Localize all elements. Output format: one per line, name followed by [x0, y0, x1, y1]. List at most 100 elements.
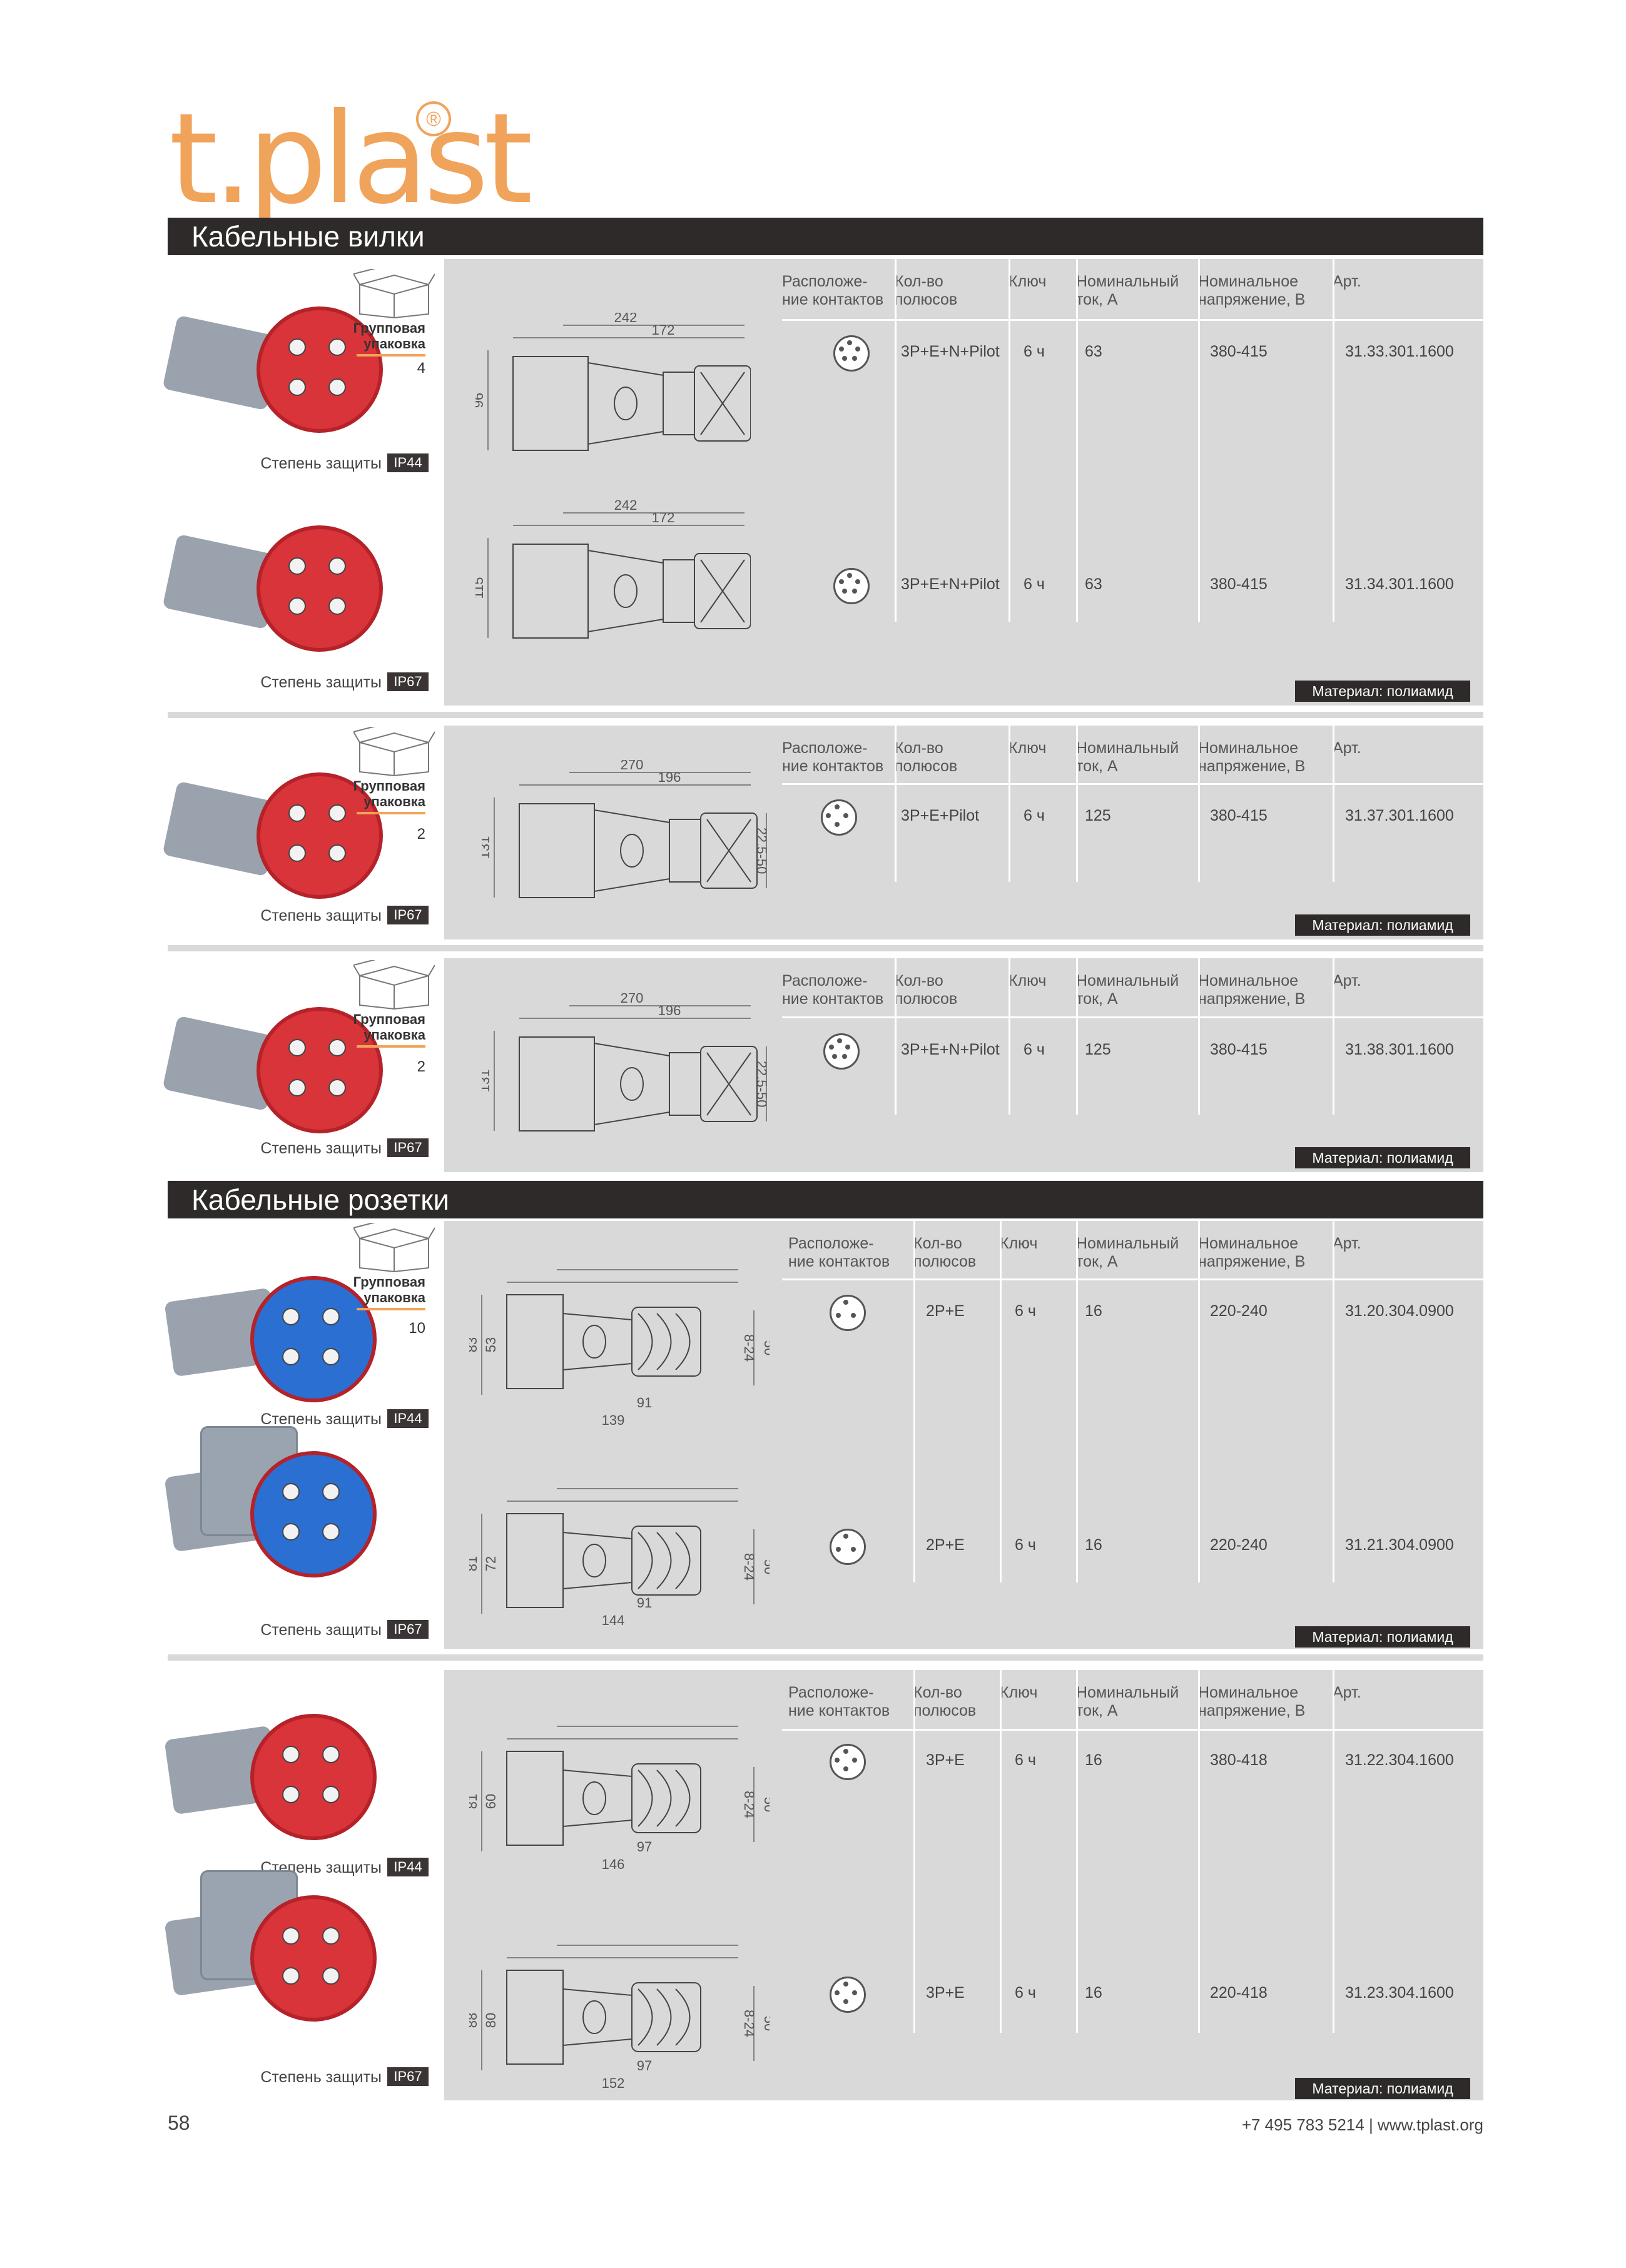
pin-dot: [837, 1038, 842, 1043]
header-voltage: Номинальное напряжение, В: [1198, 972, 1306, 1008]
cell-key: 6 ч: [1024, 807, 1045, 824]
column-divider: [1000, 1221, 1002, 1582]
separator: [168, 945, 1483, 951]
pin-dot: [851, 1547, 856, 1552]
separator: [168, 1654, 1483, 1661]
product-pin: [322, 1967, 340, 1985]
column-divider: [1198, 1670, 1200, 2033]
pin-dot: [852, 1990, 857, 1995]
panel-sockets-3pe: [444, 1670, 1483, 2100]
product-pin: [288, 804, 307, 823]
dimension-dia: 50: [761, 1340, 770, 1355]
cell-key: 6 ч: [1024, 575, 1045, 593]
column-divider: [895, 958, 897, 1115]
pin-dot: [835, 1758, 840, 1763]
footer-contact: +7 495 783 5214 | www.tplast.org: [1241, 2115, 1483, 2134]
cell-key: 6 ч: [1015, 1984, 1036, 2002]
pin-dot: [838, 346, 844, 352]
cell-poles: 3P+E+N+Pilot: [901, 575, 1000, 593]
dimension-dia: 50: [761, 1797, 770, 1812]
protection-label: Степень защиты: [260, 2068, 382, 2086]
column-divider: [1198, 1221, 1200, 1582]
header-art: Арт.: [1333, 972, 1361, 990]
cell-voltage: 380-415: [1210, 807, 1268, 824]
cell-poles: 2P+E: [926, 1536, 965, 1554]
protection-label: Степень защиты: [260, 674, 382, 691]
cell-key: 6 ч: [1024, 343, 1045, 360]
group-package-icon: [352, 722, 435, 777]
header-contacts: Расположе- ние контактов: [788, 1235, 890, 1270]
ip-rating-badge: IP67: [387, 1138, 429, 1157]
cell-art: 31.21.304.0900: [1345, 1536, 1454, 1554]
dimension-overall: 270: [621, 993, 644, 1006]
product-pin: [328, 338, 346, 357]
group-package-icon: [352, 265, 435, 319]
pin-dot: [845, 1044, 851, 1050]
column-divider: [913, 1670, 915, 2033]
header-poles: Кол-во полюсов: [895, 972, 958, 1008]
column-divider: [1076, 726, 1078, 882]
header-divider: [782, 1016, 1483, 1018]
pin-dot: [843, 1300, 848, 1305]
pin-dot: [841, 356, 847, 362]
header-contacts: Расположе- ние контактов: [782, 972, 884, 1008]
header-current: Номинальный ток, А: [1076, 1684, 1179, 1719]
product-pin: [282, 1522, 300, 1541]
ip-rating-badge: IP44: [387, 1858, 429, 1876]
cell-key: 6 ч: [1015, 1302, 1036, 1320]
cell-voltage: 220-240: [1210, 1302, 1268, 1320]
dimension-height2: 53: [483, 1337, 499, 1352]
product-pin: [328, 1078, 346, 1096]
page-number: 58: [168, 2112, 190, 2134]
product-head: [250, 1276, 377, 1402]
header-poles: Кол-во полюсов: [895, 739, 958, 775]
dimension-overall: 270: [621, 760, 644, 772]
ip-rating-badge: IP67: [387, 906, 429, 924]
pin-dot: [843, 1749, 848, 1754]
dimension-height: 81: [469, 1556, 480, 1571]
cell-current: 63: [1085, 343, 1102, 360]
column-divider: [1076, 1221, 1078, 1582]
protection-label: Степень защиты: [260, 1410, 382, 1428]
panel-plug-125a-2: [444, 958, 1483, 1172]
product-pin: [322, 1746, 340, 1764]
header-art: Арт.: [1333, 739, 1361, 757]
pin-dot: [842, 1054, 848, 1060]
column-divider: [1333, 1670, 1334, 2033]
cell-art: 31.33.301.1600: [1345, 343, 1454, 360]
product-pin: [282, 1927, 300, 1945]
pin-dot: [843, 1982, 848, 1987]
technical-drawing: 144 91 81 72 8-24 50: [469, 1488, 770, 1628]
section-title-plugs: Кабельные вилки: [168, 218, 1483, 255]
cell-poles: 3P+E: [926, 1984, 965, 2002]
pin-dot: [841, 589, 847, 594]
brand-logo: t.plast: [169, 86, 533, 232]
package-divider: [357, 354, 425, 357]
pin-dot: [847, 573, 852, 578]
header-key: Ключ: [1000, 1235, 1038, 1252]
cell-poles: 3P+E+N+Pilot: [901, 343, 1000, 360]
product-pin: [322, 1522, 340, 1541]
material-label: Материал: полиамид: [1295, 1626, 1470, 1648]
product-pin: [282, 1308, 300, 1326]
header-poles: Кол-во полюсов: [913, 1235, 977, 1270]
product-pin: [288, 597, 307, 615]
pin-dot: [852, 589, 858, 594]
product-head: [250, 1895, 377, 2022]
cell-current: 125: [1085, 807, 1111, 824]
product-pin: [328, 844, 346, 862]
header-voltage: Номинальное напряжение, В: [1198, 739, 1306, 775]
material-label: Материал: полиамид: [1295, 1147, 1470, 1168]
header-contacts: Расположе- ние контактов: [782, 273, 884, 308]
cell-voltage: 380-418: [1210, 1751, 1268, 1769]
group-package-count: 2: [417, 1058, 425, 1075]
panel-plugs-63a: [444, 259, 1483, 706]
header-poles: Кол-во полюсов: [913, 1684, 977, 1719]
ip-rating-badge: IP44: [387, 1409, 429, 1428]
technical-drawing: 146 97 81 60 8-24 50: [469, 1726, 770, 1872]
column-divider: [913, 1221, 915, 1582]
column-divider: [1198, 726, 1200, 882]
protection-label: Степень защиты: [260, 1140, 382, 1157]
dimension-height2: 72: [483, 1556, 499, 1571]
separator: [168, 712, 1483, 718]
